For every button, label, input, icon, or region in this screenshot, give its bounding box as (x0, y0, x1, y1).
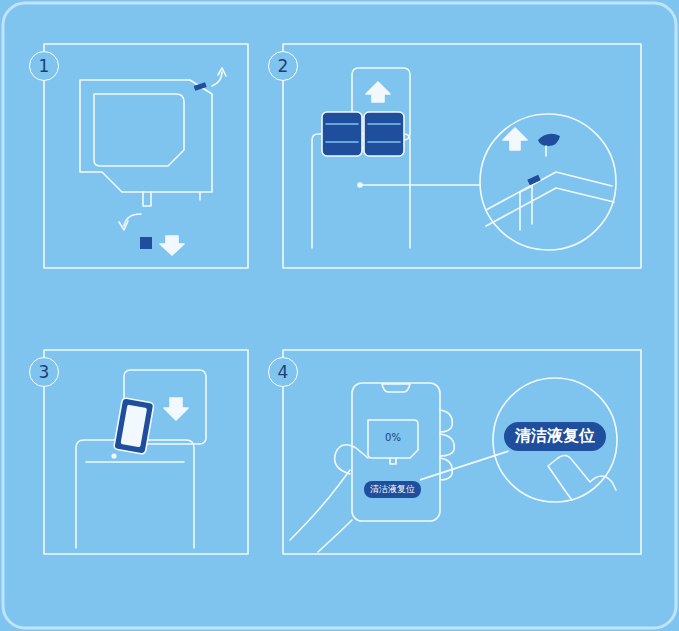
step-number: 4 (268, 357, 298, 387)
phone-hand (290, 378, 617, 552)
connector-line (420, 451, 508, 480)
step-number: 1 (29, 51, 59, 81)
node-text: 1 (39, 56, 50, 76)
water-tank (80, 68, 226, 255)
panel (283, 350, 641, 554)
app-button: 清洁液复位 (364, 481, 421, 498)
leader-line (420, 451, 508, 480)
step-number: 2 (268, 51, 298, 81)
level-percent: 0% (385, 432, 401, 443)
cartridge-insert (76, 370, 206, 548)
panel (44, 350, 248, 554)
node-text: 4 (278, 362, 289, 382)
zoomed-button: 清洁液复位 (504, 422, 606, 451)
panel (283, 44, 641, 268)
node-text: 清洁液复位 (515, 426, 595, 447)
panel (44, 44, 248, 268)
step-number: 3 (29, 357, 59, 387)
node-text: 2 (278, 56, 289, 76)
node-text: 清洁液复位 (370, 483, 415, 496)
node-text: 3 (39, 362, 50, 382)
outer-frame (3, 3, 676, 628)
base-station (312, 68, 616, 250)
